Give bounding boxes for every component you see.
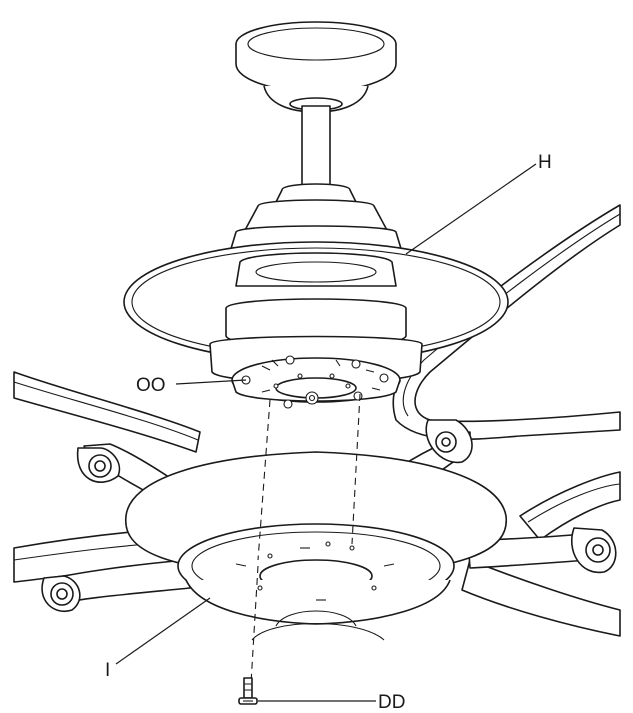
label-oo: OO (136, 375, 166, 396)
label-i: I (105, 660, 110, 681)
leader-line-oo (175, 379, 247, 385)
label-dd: DD (378, 692, 405, 713)
screw-dd (238, 677, 258, 705)
alignment-line-left (257, 399, 271, 561)
label-h: H (538, 152, 552, 173)
downrod (301, 105, 331, 191)
light-glass (275, 610, 357, 627)
leader-line-h (405, 163, 537, 255)
leader-line-i (115, 597, 211, 665)
blade-right-lower (519, 471, 621, 541)
switch-housing-plate (231, 355, 401, 409)
canopy (235, 21, 397, 113)
alignment-line-right (351, 393, 361, 545)
blade-left-upper (13, 371, 201, 453)
light-kit-plate (177, 523, 455, 625)
blade-bottom-right (461, 559, 621, 637)
